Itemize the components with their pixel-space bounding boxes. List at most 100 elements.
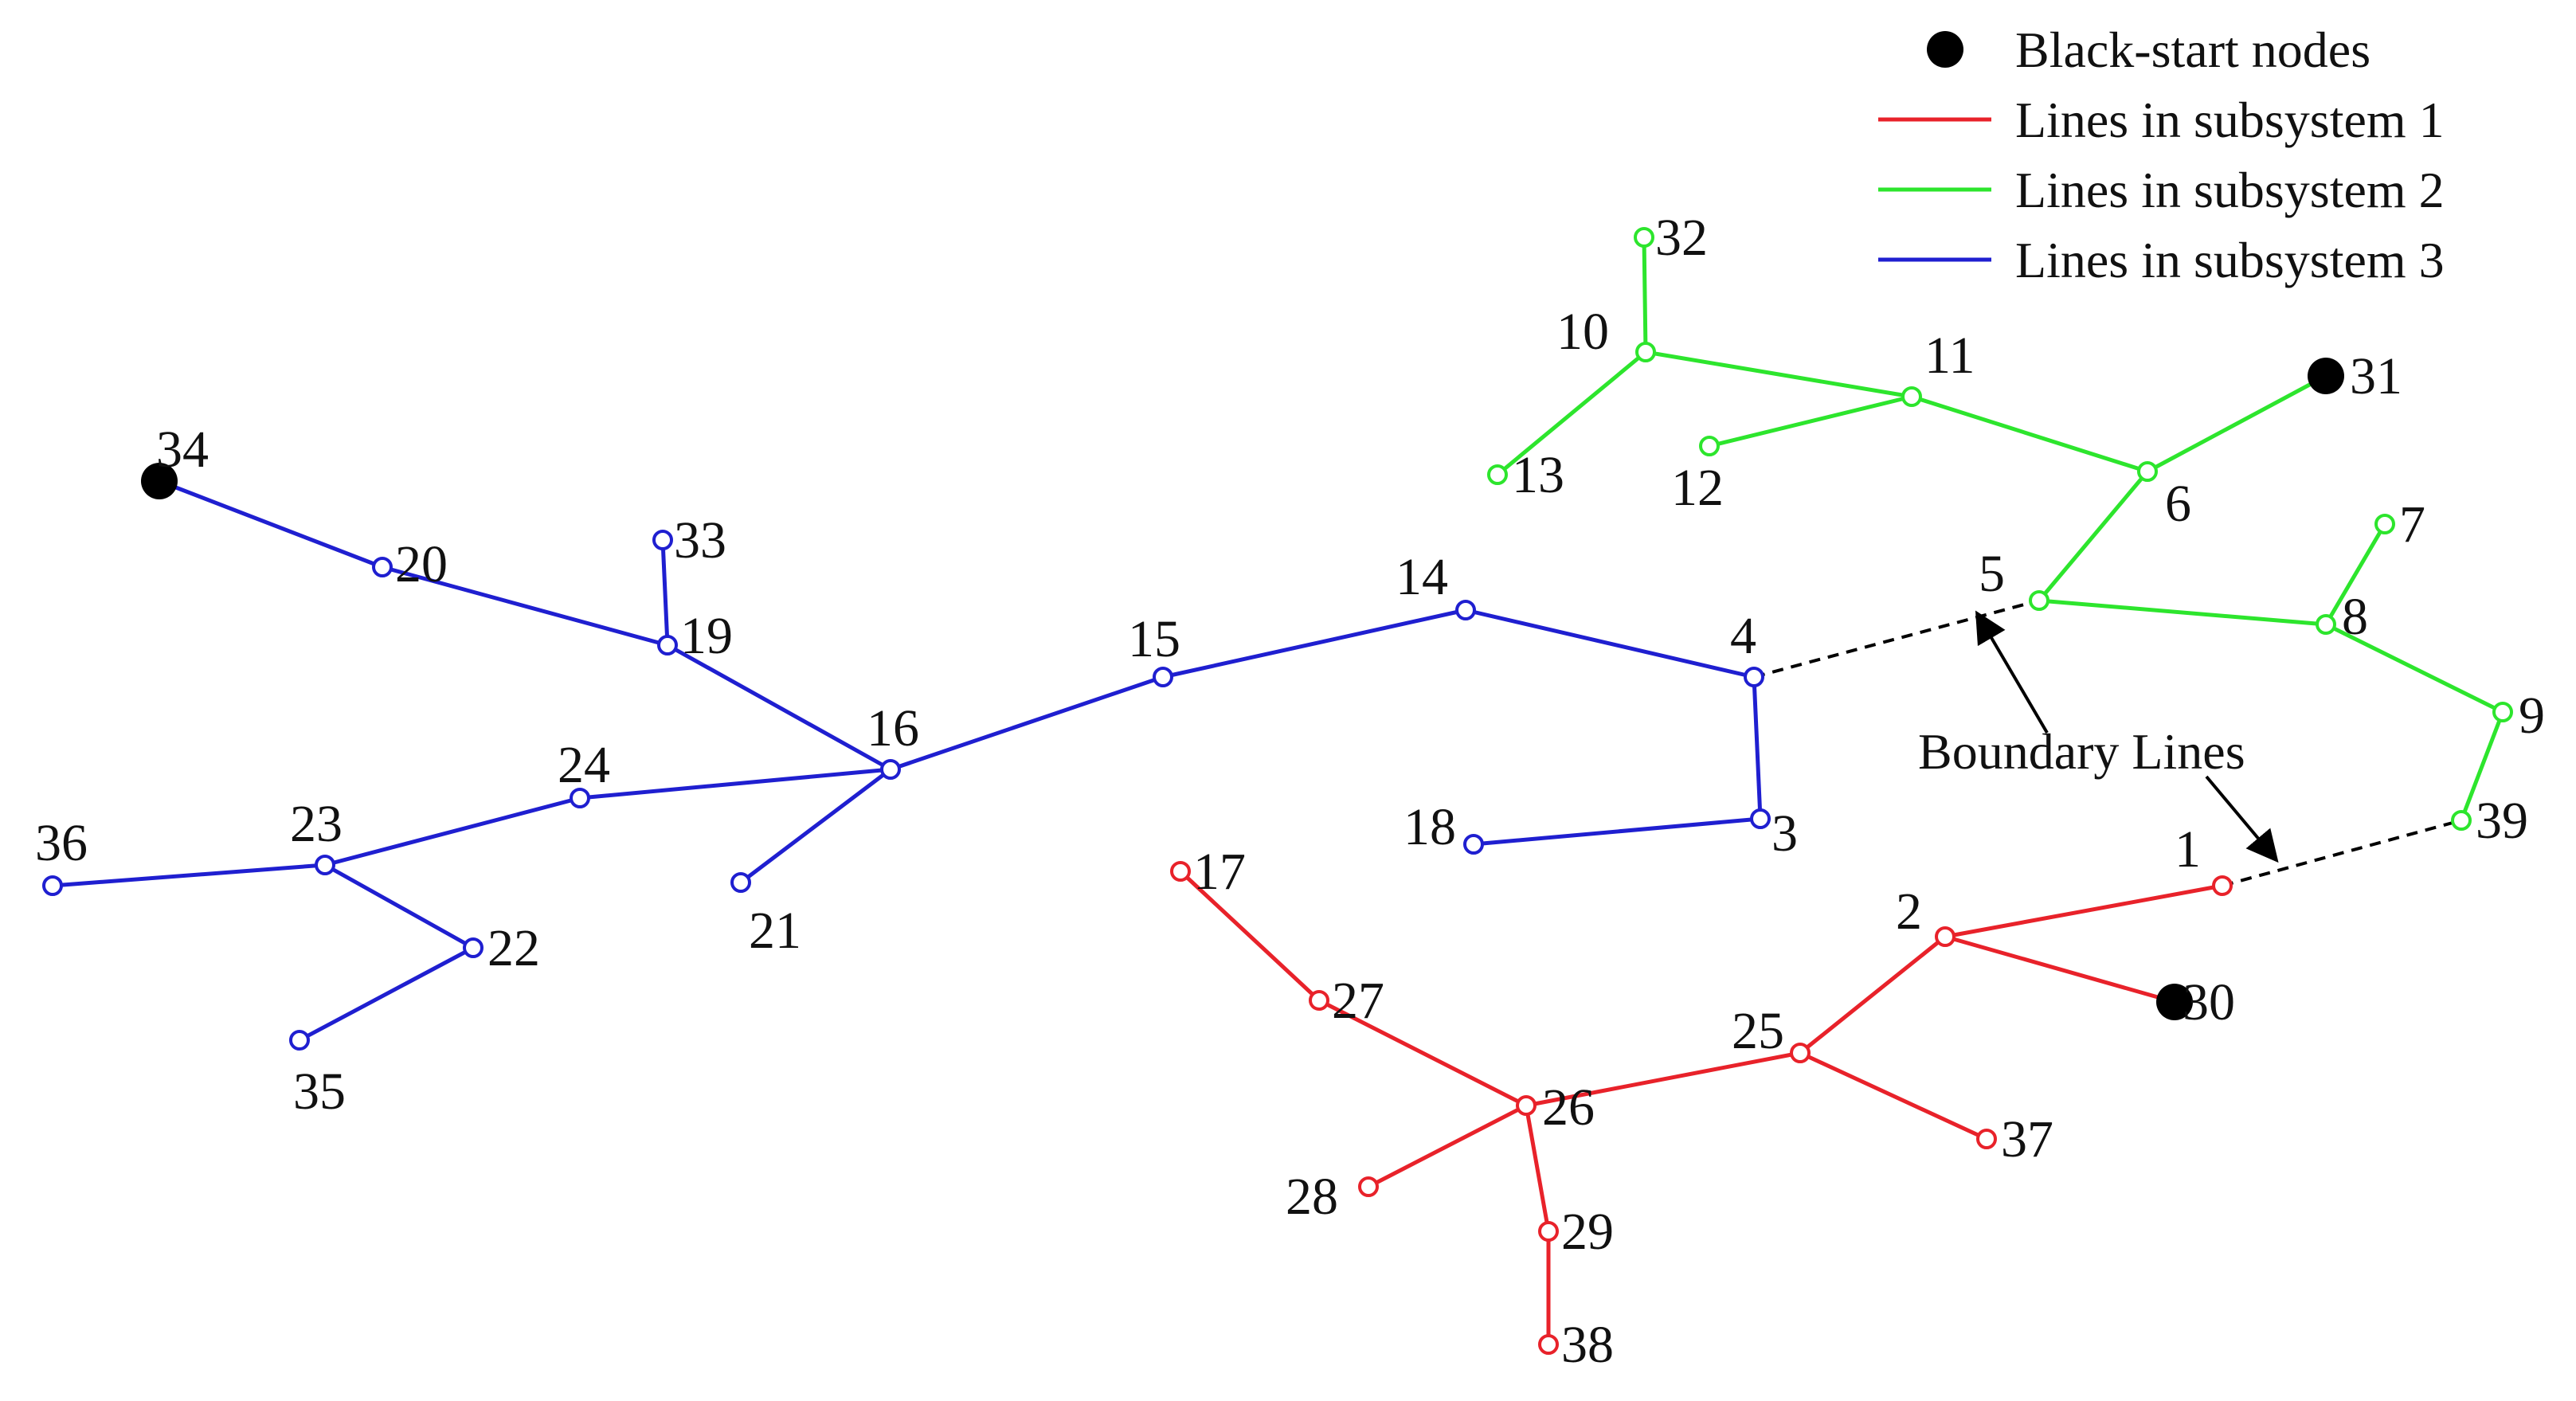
- line-11-12: [1709, 394, 1912, 448]
- node-7: [2374, 514, 2395, 534]
- arrow-to-boundary-4-5: [1975, 610, 2049, 734]
- line-11-6: [1911, 394, 2148, 474]
- node-label-5: 5: [1979, 545, 2005, 603]
- node-label-24: 24: [558, 736, 610, 794]
- line-32-10: [1642, 237, 1648, 353]
- line-34-20: [159, 479, 383, 569]
- node-17: [1170, 861, 1191, 882]
- line-3-18: [1473, 816, 1761, 847]
- line-16-24: [579, 767, 891, 800]
- node-label-31: 31: [2350, 347, 2402, 405]
- line-6-31: [2146, 374, 2327, 474]
- node-label-15: 15: [1128, 610, 1180, 668]
- line-10-13: [1496, 350, 1647, 476]
- line-5-8: [2038, 598, 2327, 627]
- node-label-26: 26: [1542, 1078, 1595, 1137]
- line-2-30: [1944, 934, 2175, 1004]
- node-15: [1153, 667, 1173, 687]
- line-23-22: [323, 863, 475, 950]
- node-24: [570, 788, 590, 808]
- line-16-21: [739, 768, 892, 884]
- node-32: [1634, 227, 1654, 248]
- node-22: [463, 937, 483, 958]
- boundary-lines-annotation: Boundary Lines: [1918, 723, 2245, 780]
- node-label-14: 14: [1396, 548, 1448, 606]
- node-label-12: 12: [1671, 459, 1724, 517]
- black-start-node-31: [2308, 358, 2344, 394]
- node-label-23: 23: [290, 795, 343, 853]
- boundary-lines: [1753, 599, 2462, 887]
- node-label-19: 19: [680, 607, 733, 665]
- node-label-4: 4: [1730, 607, 1756, 665]
- line-8-9: [2324, 622, 2504, 714]
- line-6-5: [2038, 470, 2149, 602]
- node-8: [2316, 614, 2336, 635]
- node-25: [1790, 1043, 1811, 1063]
- line-15-14: [1162, 608, 1466, 679]
- line-27-17: [1179, 870, 1321, 1002]
- node-10: [1635, 342, 1656, 362]
- line-14-4: [1465, 608, 1755, 679]
- node-37: [1976, 1129, 1997, 1149]
- node-18: [1463, 834, 1484, 855]
- legend-subsystem-2-label: Lines in subsystem 2: [2015, 162, 2445, 218]
- node-23: [315, 855, 335, 875]
- legend: Black-start nodes Lines in subsystem 1 L…: [1878, 22, 2445, 288]
- line-22-35: [298, 945, 475, 1043]
- arrow-to-boundary-1-39: [2205, 775, 2279, 863]
- node-5: [2029, 590, 2049, 611]
- node-21: [730, 872, 751, 893]
- node-label-20: 20: [395, 535, 448, 593]
- node-35: [289, 1030, 310, 1051]
- line-20-19: [382, 565, 668, 648]
- node-27: [1309, 990, 1329, 1011]
- node-3: [1750, 808, 1771, 829]
- node-label-29: 29: [1561, 1203, 1614, 1261]
- line-19-33: [660, 539, 670, 646]
- node-label-32: 32: [1655, 209, 1708, 267]
- node-38: [1538, 1334, 1559, 1355]
- node-label-39: 39: [2476, 792, 2528, 850]
- node-label-27: 27: [1332, 972, 1384, 1030]
- node-33: [652, 530, 673, 550]
- node-label-17: 17: [1193, 843, 1246, 901]
- node-28: [1358, 1176, 1379, 1197]
- network-lines: [52, 237, 2505, 1344]
- node-19: [657, 635, 678, 655]
- line-25-26: [1525, 1051, 1801, 1108]
- annotation-arrows: [1975, 610, 2279, 863]
- node-label-22: 22: [487, 919, 540, 977]
- node-label-37: 37: [2001, 1110, 2053, 1168]
- line-19-16: [666, 643, 892, 772]
- black-start-node-30: [2156, 984, 2193, 1020]
- node-label-8: 8: [2342, 588, 2368, 646]
- line-2-25: [1799, 935, 1947, 1055]
- line-25-37: [1799, 1051, 1988, 1141]
- black-start-node-34: [141, 463, 178, 499]
- node-label-16: 16: [867, 699, 919, 757]
- line-1-2: [1944, 883, 2223, 939]
- node-label-13: 13: [1512, 446, 1564, 504]
- line-23-36: [52, 863, 326, 888]
- node-36: [42, 875, 63, 896]
- legend-subsystem-1-label: Lines in subsystem 1: [2015, 92, 2445, 148]
- node-label-38: 38: [1561, 1316, 1614, 1374]
- node-label-18: 18: [1403, 798, 1456, 856]
- node-label-11: 11: [1924, 327, 1975, 385]
- node-label-6: 6: [2165, 475, 2191, 533]
- node-6: [2137, 461, 2158, 482]
- line-9-39: [2459, 711, 2505, 821]
- line-16-15: [890, 675, 1164, 772]
- line-24-23: [324, 796, 581, 867]
- node-label-9: 9: [2519, 687, 2545, 745]
- node-1: [2212, 875, 2233, 896]
- node-2: [1935, 926, 1955, 947]
- node-label-3: 3: [1771, 804, 1798, 863]
- node-label-30: 30: [2183, 973, 2235, 1031]
- node-26: [1516, 1095, 1537, 1116]
- node-label-25: 25: [1732, 1002, 1784, 1060]
- boundary-line-1-39: [2222, 819, 2462, 887]
- node-9: [2492, 702, 2513, 722]
